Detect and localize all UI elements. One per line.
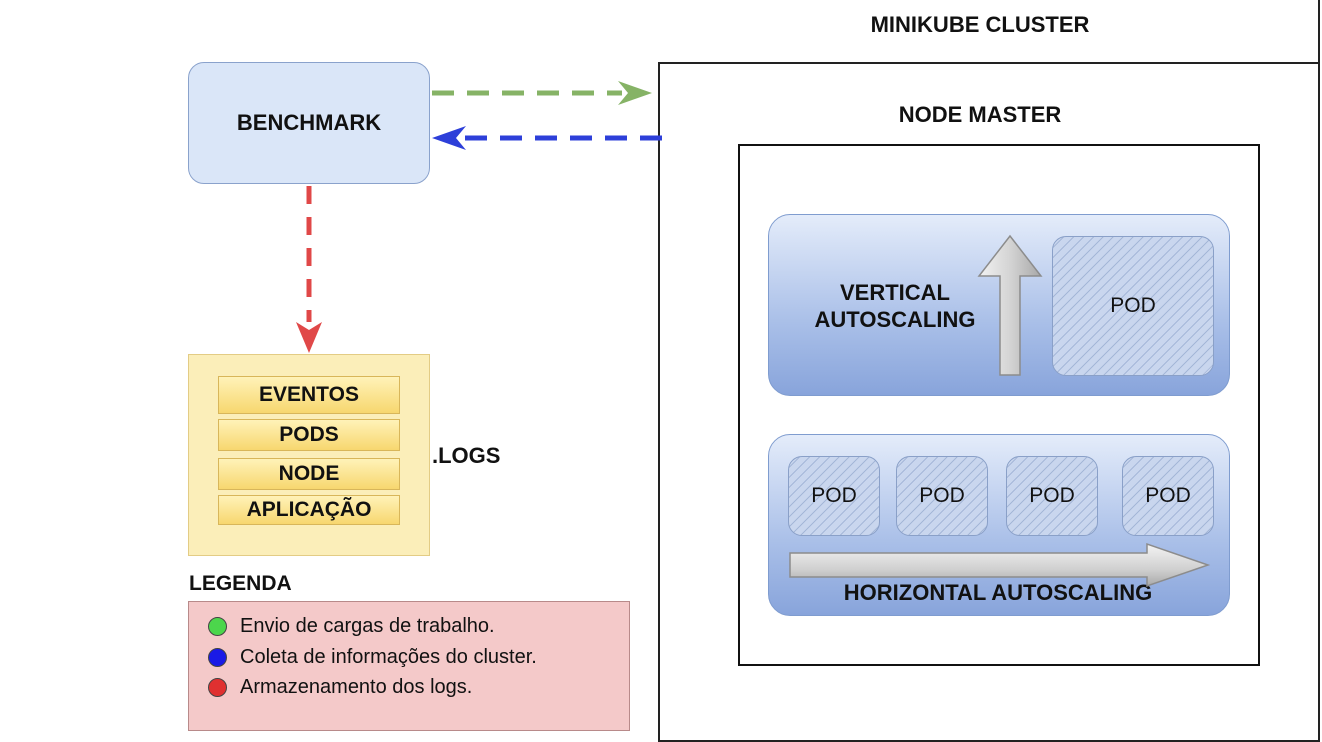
blue-dot-icon <box>208 647 227 667</box>
horizontal-pod-1[interactable]: POD <box>788 456 880 536</box>
legend-item-collect: Coleta de informações do cluster. <box>208 643 618 671</box>
cluster-border-edge <box>1318 0 1320 62</box>
legend-item-logs: Armazenamento dos logs. <box>208 673 618 701</box>
legend-item-text: Armazenamento dos logs. <box>240 675 473 698</box>
workload-arrow <box>432 81 652 105</box>
vertical-autoscaling-label: VERTICAL AUTOSCALING <box>814 280 976 332</box>
horizontal-autoscaling-label: HORIZONTAL AUTOSCALING <box>843 580 1153 605</box>
horizontal-pod-4[interactable]: POD <box>1122 456 1214 536</box>
node-master-title: NODE MASTER <box>898 102 1062 127</box>
legend-item-text: Coleta de informações do cluster. <box>240 645 537 668</box>
legend-item-workload: Envio de cargas de trabalho. <box>208 612 618 640</box>
collect-arrow <box>432 126 662 150</box>
cluster-title: MINIKUBE CLUSTER <box>870 12 1090 37</box>
legend-box <box>188 601 630 731</box>
legend-title: LEGENDA <box>189 572 292 595</box>
log-row-eventos[interactable]: EVENTOS <box>218 376 400 414</box>
logs-label: .LOGS <box>432 443 501 468</box>
legend-item-text: Envio de cargas de trabalho. <box>240 614 495 637</box>
green-dot-icon <box>208 616 227 636</box>
red-dot-icon <box>208 677 227 697</box>
logs-arrow <box>296 186 322 353</box>
log-row-node[interactable]: NODE <box>218 458 400 490</box>
vertical-pod[interactable]: POD <box>1052 236 1214 376</box>
horizontal-pod-3[interactable]: POD <box>1006 456 1098 536</box>
log-row-pods[interactable]: PODS <box>218 419 400 451</box>
benchmark-box[interactable]: BENCHMARK <box>188 62 430 184</box>
log-row-aplicacao[interactable]: APLICAÇÃO <box>218 495 400 525</box>
horizontal-pod-2[interactable]: POD <box>896 456 988 536</box>
